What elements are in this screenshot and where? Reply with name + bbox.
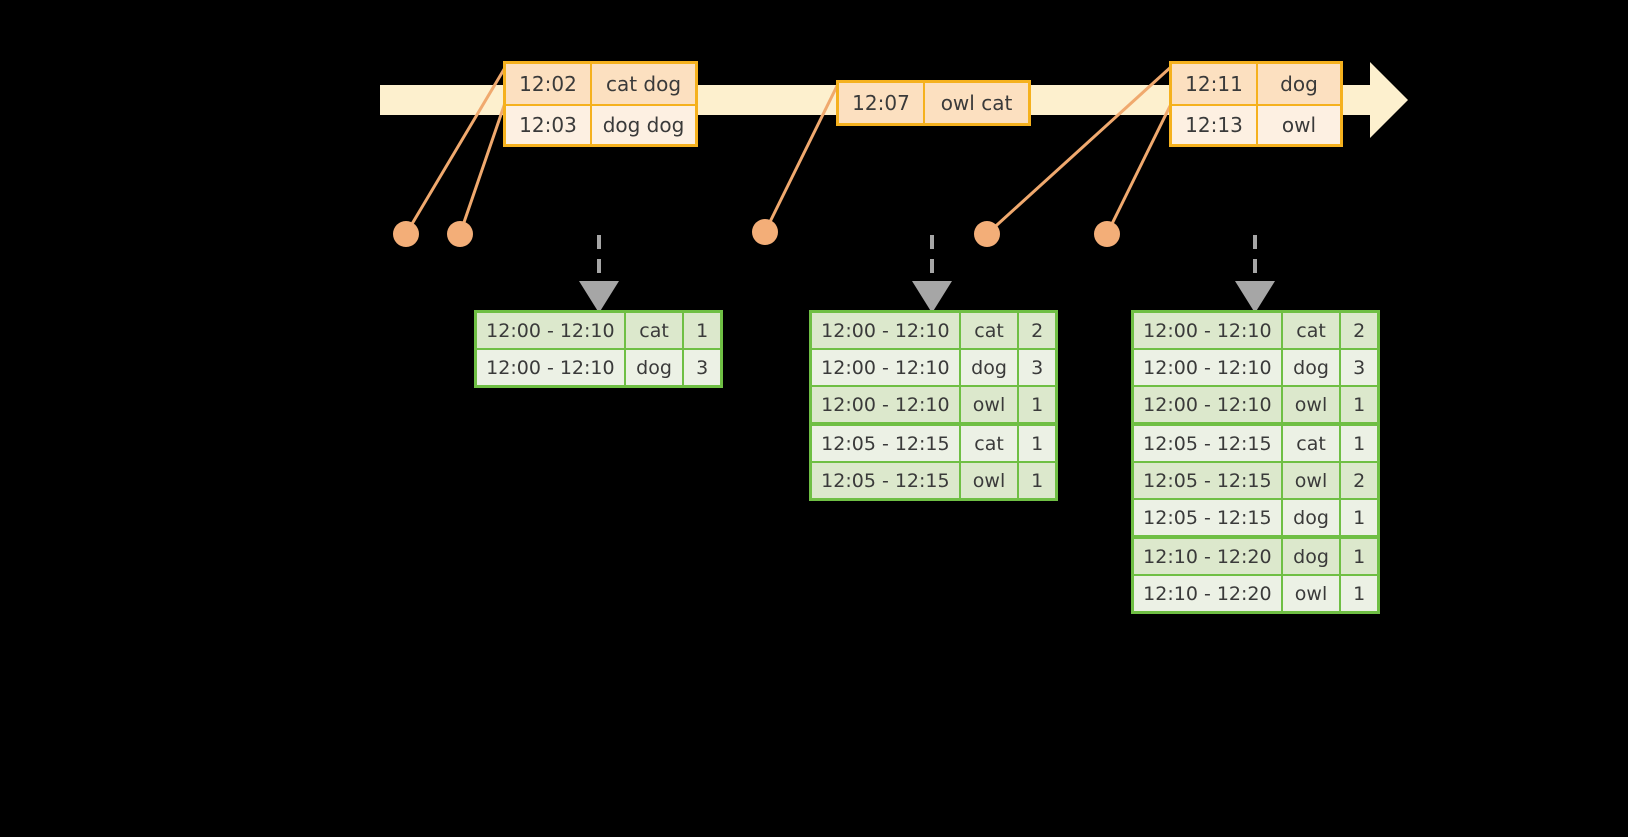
window-cell: 12:00 - 12:10 <box>477 350 624 385</box>
leader-line-2 <box>458 99 508 235</box>
word-cell: dog <box>625 350 683 385</box>
event-box-3[interactable]: 12:11 dog 12:13 owl <box>1169 61 1343 147</box>
count-cell: 1 <box>684 313 720 348</box>
event-words: cat dog <box>592 64 695 104</box>
event-time: 12:13 <box>1172 106 1258 144</box>
event-time: 12:07 <box>839 83 925 123</box>
word-cell: cat <box>960 426 1018 461</box>
count-cell: 1 <box>1341 539 1377 574</box>
count-cell: 2 <box>1341 463 1377 498</box>
event-row: 12:07 owl cat <box>839 83 1028 123</box>
count-cell: 1 <box>1341 426 1377 461</box>
event-words: owl <box>1258 106 1340 144</box>
event-dot-1 <box>393 221 419 247</box>
event-dot-4 <box>974 221 1000 247</box>
word-cell: dog <box>1282 500 1340 535</box>
event-words: dog <box>1258 64 1340 104</box>
event-time: 12:02 <box>506 64 592 104</box>
window-cell: 12:00 - 12:10 <box>812 387 959 422</box>
window-cell: 12:05 - 12:15 <box>812 426 959 461</box>
event-time: 12:11 <box>1172 64 1258 104</box>
count-cell: 1 <box>1341 387 1377 422</box>
word-cell: owl <box>1282 463 1340 498</box>
window-cell: 12:05 - 12:15 <box>1134 500 1281 535</box>
word-cell: owl <box>960 463 1018 498</box>
event-dot-2 <box>447 221 473 247</box>
word-cell: owl <box>1282 387 1340 422</box>
word-cell: cat <box>1282 313 1340 348</box>
count-cell: 1 <box>1341 576 1377 611</box>
window-cell: 12:00 - 12:10 <box>1134 387 1281 422</box>
window-cell: 12:00 - 12:10 <box>1134 313 1281 348</box>
count-cell: 1 <box>1341 500 1377 535</box>
event-box-2[interactable]: 12:07 owl cat <box>836 80 1031 126</box>
leader-line-1 <box>404 65 508 235</box>
window-cell: 12:05 - 12:15 <box>812 463 959 498</box>
count-cell: 1 <box>1019 387 1055 422</box>
count-cell: 3 <box>1019 350 1055 385</box>
word-cell: cat <box>625 313 683 348</box>
event-row: 12:02 cat dog <box>506 64 695 104</box>
word-cell: dog <box>960 350 1018 385</box>
word-cell: owl <box>960 387 1018 422</box>
leader-line-3 <box>763 83 840 233</box>
window-cell: 12:05 - 12:15 <box>1134 426 1281 461</box>
window-cell: 12:00 - 12:10 <box>477 313 624 348</box>
window-cell: 12:00 - 12:10 <box>812 313 959 348</box>
event-row: 12:13 owl <box>1172 104 1340 144</box>
count-cell: 1 <box>1019 463 1055 498</box>
count-cell: 2 <box>1341 313 1377 348</box>
leader-line-5 <box>1105 101 1174 235</box>
word-cell: cat <box>1282 426 1340 461</box>
word-cell: cat <box>960 313 1018 348</box>
window-cell: 12:10 - 12:20 <box>1134 576 1281 611</box>
event-words: owl cat <box>925 83 1028 123</box>
word-cell: dog <box>1282 350 1340 385</box>
event-row: 12:03 dog dog <box>506 104 695 144</box>
window-cell: 12:00 - 12:10 <box>1134 350 1281 385</box>
event-dots <box>393 219 1120 247</box>
count-cell: 3 <box>684 350 720 385</box>
event-time: 12:03 <box>506 106 592 144</box>
flow-down-arrows <box>579 235 1275 313</box>
count-cell: 3 <box>1341 350 1377 385</box>
window-cell: 12:00 - 12:10 <box>812 350 959 385</box>
event-dot-3 <box>752 219 778 245</box>
count-cell: 1 <box>1019 426 1055 461</box>
window-cell: 12:10 - 12:20 <box>1134 539 1281 574</box>
word-cell: owl <box>1282 576 1340 611</box>
count-cell: 2 <box>1019 313 1055 348</box>
event-row: 12:11 dog <box>1172 64 1340 104</box>
event-words: dog dog <box>592 106 695 144</box>
word-cell: dog <box>1282 539 1340 574</box>
event-dot-5 <box>1094 221 1120 247</box>
event-box-1[interactable]: 12:02 cat dog 12:03 dog dog <box>503 61 698 147</box>
window-cell: 12:05 - 12:15 <box>1134 463 1281 498</box>
